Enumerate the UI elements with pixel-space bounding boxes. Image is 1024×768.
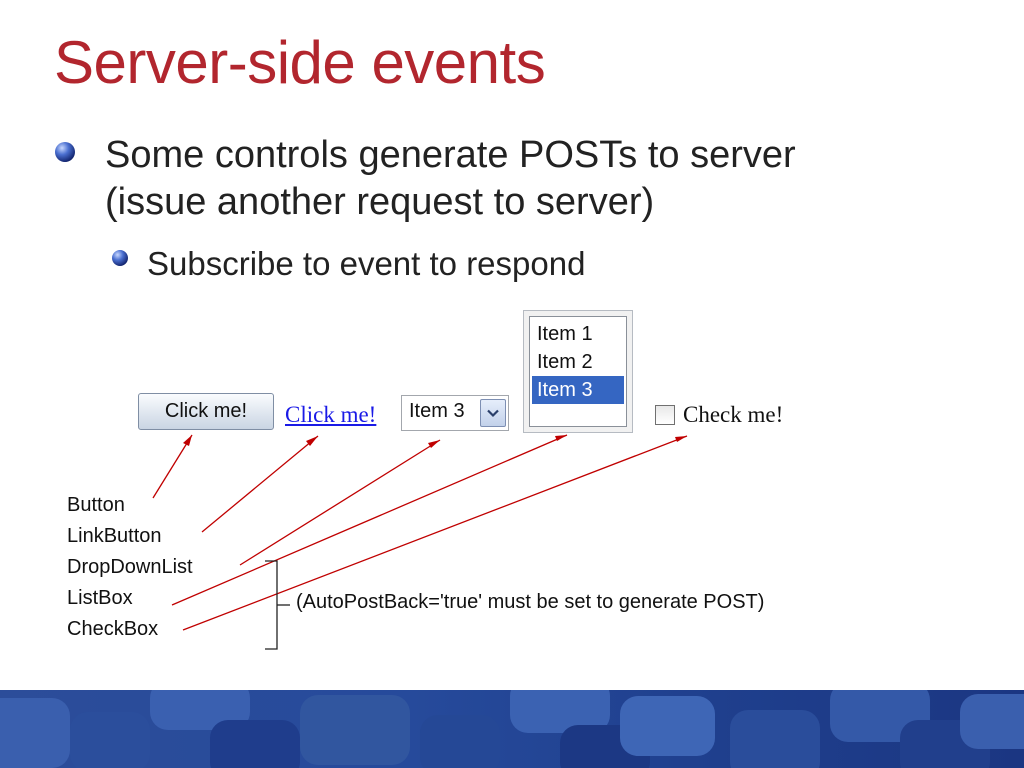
footer-band <box>0 690 1024 768</box>
bullet-level-1-line-1: Some controls generate POSTs to server <box>105 134 796 176</box>
bracket <box>265 560 278 650</box>
footer-tile <box>620 696 715 756</box>
arrowhead-checkbox <box>675 436 687 442</box>
arrow-checkbox <box>182 435 688 631</box>
footer-tile <box>420 715 500 768</box>
bullet-level-1-text: Some controls generate POSTs to server (… <box>105 132 796 226</box>
item-dropdown[interactable]: Item 3 <box>401 395 509 431</box>
listbox-item[interactable]: Item 1 <box>537 323 593 345</box>
checkbox-label[interactable]: Check me! <box>683 402 784 427</box>
click-me-button[interactable]: Click me! <box>138 393 274 430</box>
label-checkbox: CheckBox <box>67 618 159 640</box>
label-linkbutton: LinkButton <box>67 525 162 547</box>
control-type-labels: Button LinkButton DropDownList ListBox C… <box>67 490 193 645</box>
bullet-sphere-icon <box>55 142 75 162</box>
arrow-listbox <box>171 434 568 606</box>
footer-tile <box>730 710 820 768</box>
arrowhead-linkbutton <box>306 436 318 446</box>
footer-tile <box>960 694 1024 749</box>
arrow-dropdownlist <box>239 439 441 566</box>
arrow-linkbutton <box>201 435 319 533</box>
label-listbox: ListBox <box>67 587 133 609</box>
label-button: Button <box>67 494 125 516</box>
bullet-sphere-icon <box>112 250 128 266</box>
arrow-button <box>152 434 193 499</box>
label-dropdownlist: DropDownList <box>67 556 193 578</box>
arrowhead-button <box>183 435 192 446</box>
arrowhead-listbox <box>555 435 567 441</box>
listbox-item[interactable]: Item 2 <box>537 351 593 373</box>
listbox-inner[interactable]: Item 1 Item 2 Item 3 <box>529 316 627 427</box>
bullet-level-1-line-2: (issue another request to server) <box>105 181 655 223</box>
chevron-down-icon[interactable] <box>480 399 506 427</box>
check-me-checkbox[interactable] <box>655 405 675 425</box>
footer-tile <box>0 698 70 768</box>
footer-tile <box>300 695 410 765</box>
listbox-item-selected[interactable]: Item 3 <box>532 376 624 404</box>
slide-title: Server-side events <box>54 29 546 96</box>
arrowhead-dropdownlist <box>428 440 440 448</box>
footer-tile <box>70 712 150 768</box>
autopostback-note: (AutoPostBack='true' must be set to gene… <box>296 591 765 613</box>
dropdown-value: Item 3 <box>409 400 465 422</box>
click-me-link[interactable]: Click me! <box>285 402 377 427</box>
item-listbox[interactable]: Item 1 Item 2 Item 3 <box>523 310 633 433</box>
bullet-level-2-text: Subscribe to event to respond <box>147 245 586 282</box>
footer-tile <box>210 720 300 768</box>
chevron-down-icon-glyph <box>487 409 499 417</box>
